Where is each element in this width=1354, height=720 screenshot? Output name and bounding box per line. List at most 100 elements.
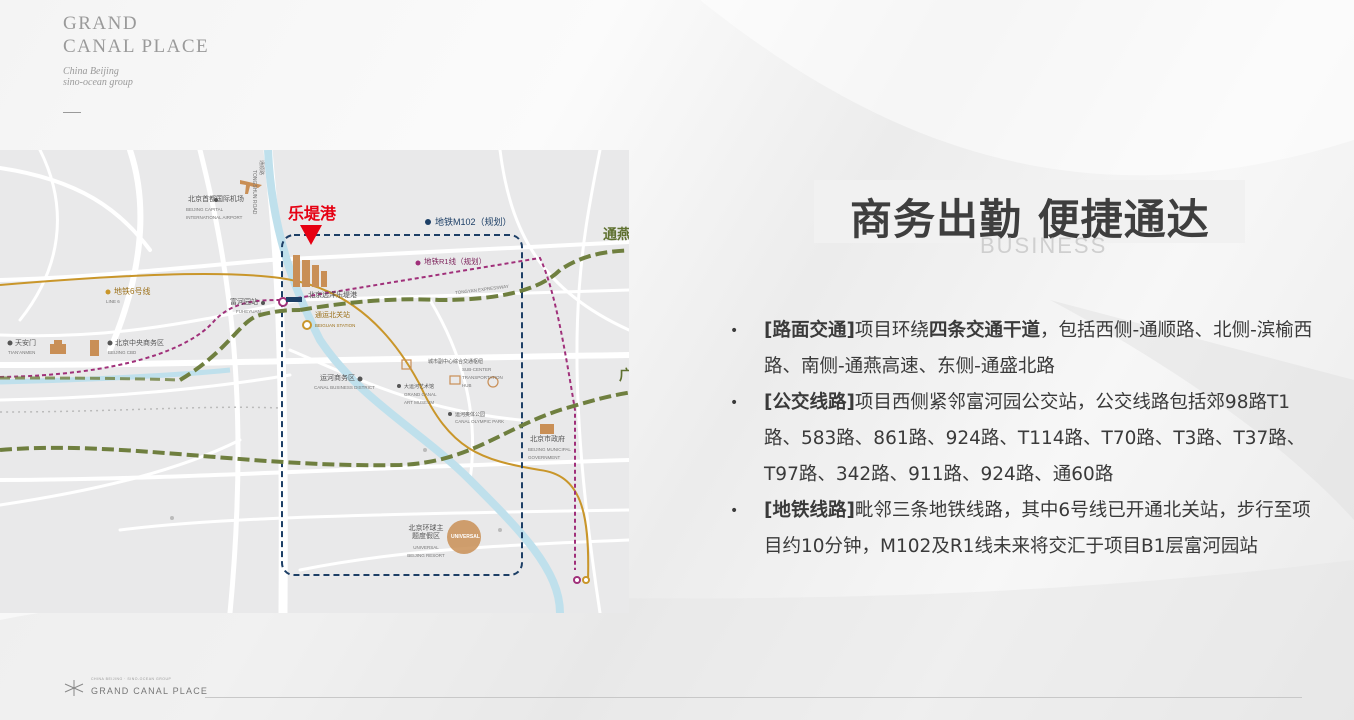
hub-en: SUB-CENTER TRANSPORTATION HUB xyxy=(462,367,503,388)
art-museum-label: 大运河艺术馆 xyxy=(404,384,435,390)
cbd-dot xyxy=(107,340,113,346)
r1-end-station xyxy=(573,576,581,584)
river-branch xyxy=(0,367,231,385)
canal-business-label: 运河商务区 xyxy=(320,375,355,382)
page-title: 商务出勤 便捷通达 xyxy=(850,195,1210,244)
highway-guangqu xyxy=(0,390,629,468)
beiguan-station xyxy=(302,320,312,330)
project-small-label: 北京远洋乐堤港 xyxy=(308,292,357,299)
line6-legend-dot xyxy=(105,289,111,295)
universal-en: UNIVERSAL BEIJING RESORT xyxy=(407,545,445,558)
bullet-heading: [地铁线路] xyxy=(764,500,855,521)
bullet-heading: [公交线路] xyxy=(764,392,855,413)
bullet-text-2: ，包括西侧-通顺路、北侧-滨榆西路、南侧-通燕高速、东侧-通盛北路 xyxy=(764,320,1313,377)
fuheyuan-dot xyxy=(261,301,265,305)
cbd-icon xyxy=(90,340,99,356)
hub-icon xyxy=(401,359,412,370)
airport-dot xyxy=(214,198,218,202)
bullet-text: 毗邻三条地铁线路，其中6号线已开通北关站，步行至项目约10分钟，M102及R1线… xyxy=(764,500,1311,557)
hub-label: 城市副中心综合交通枢纽 xyxy=(428,359,484,365)
metro-m102-label: 地铁M102（规划） xyxy=(435,217,512,227)
tiananmen-icon xyxy=(50,344,66,354)
location-map: 乐堤港 通燕高速 广渠路 地铁M102（规划） 地铁R1线（规划） 地铁6号线 … xyxy=(0,150,629,613)
project-connector xyxy=(286,297,302,302)
gov-icon xyxy=(540,424,554,434)
list-item: •[路面交通]项目环绕四条交通干道，包括西侧-通顺路、北侧-滨榆西路、南侧-通燕… xyxy=(730,320,1313,377)
highway-south-end xyxy=(0,376,181,382)
highway-north-west xyxy=(178,308,301,382)
road-2 xyxy=(18,150,59,322)
footer-divider xyxy=(205,697,1302,698)
project-name: 乐堤港 xyxy=(288,204,337,223)
tiananmen-label: 天安门 xyxy=(15,340,36,347)
canal-river xyxy=(264,150,564,613)
road-7 xyxy=(0,373,292,402)
olympic-dot xyxy=(448,412,452,416)
universal-label: 北京环球主题度假区 xyxy=(408,525,444,540)
map-graphics xyxy=(0,150,629,613)
airport-en: BEIJING CAPITAL INTERNATIONAL AIRPORT xyxy=(186,207,243,220)
page-subtitle: BUSINESS xyxy=(980,234,1108,253)
line6-end-station xyxy=(582,576,590,584)
highway-tongyan xyxy=(299,248,629,312)
airplane-icon xyxy=(240,180,262,194)
metro-m102-box xyxy=(281,234,523,576)
guangqu-road-label: 广渠路 xyxy=(619,368,629,384)
road-16 xyxy=(288,348,522,422)
metro-m102-west xyxy=(0,406,281,413)
art-museum-dot xyxy=(397,384,401,388)
brand-divider xyxy=(63,112,81,113)
bullet-text: 项目环绕 xyxy=(854,320,929,341)
olympic-label: 运河奥体公园 xyxy=(455,412,486,418)
canal-business-en: CANAL BUSINESS DISTRICT xyxy=(314,385,375,390)
canal-business-dot xyxy=(357,376,363,382)
brand-line-4: sino-ocean group xyxy=(63,77,133,88)
footer-small-text: CHINA BEIJING · SINO-OCEAN GROUP xyxy=(91,677,172,681)
footer-brand-name: GRAND CANAL PLACE xyxy=(91,686,209,696)
road-1 xyxy=(0,166,152,252)
universal-globe-icon xyxy=(447,520,481,554)
list-item: •[公交线路]项目西侧紧邻富河园公交站，公交线路包括郊98路T1路、583路、8… xyxy=(730,392,1306,485)
road-9 xyxy=(0,438,242,507)
road-4 xyxy=(0,240,629,282)
brand-line-3: China Beijing xyxy=(63,66,119,77)
art-museum-icon xyxy=(449,375,461,385)
r1-legend-dot xyxy=(415,260,421,266)
metro-r1 xyxy=(0,256,576,570)
m102-legend-dot xyxy=(425,219,431,225)
transport-list: •[路面交通]项目环绕四条交通干道，包括西侧-通顺路、北侧-滨榆西路、南侧-通燕… xyxy=(730,313,1320,565)
list-item: •[地铁线路]毗邻三条地铁线路，其中6号线已开通北关站，步行至项目约10分钟，M… xyxy=(730,500,1311,557)
cbd-label: 北京中央商务区 xyxy=(115,340,164,347)
tongshun-road-en: TONGSHUN ROAD xyxy=(251,170,257,215)
tiananmen-en: TIAN'ANMEN xyxy=(8,350,36,355)
metro-line6 xyxy=(0,273,590,581)
art-museum-en: GRAND CANAL ART MUSEUM xyxy=(404,392,437,405)
road-12 xyxy=(428,298,475,482)
road-14 xyxy=(575,150,602,613)
fuheyuan-station xyxy=(278,297,288,307)
cbd-en: BEIJING CBD xyxy=(108,350,137,355)
beiguan-en: BEIGUAN STATION xyxy=(315,323,356,328)
title-background xyxy=(814,180,1245,243)
bullet-heading: [路面交通] xyxy=(764,320,855,341)
road-8 xyxy=(0,458,629,482)
airport-label: 北京首都国际机场 xyxy=(188,196,244,203)
road-10 xyxy=(118,508,629,532)
brand-line-2: CANAL PLACE xyxy=(63,36,210,57)
universal-logo-text: UNIVERSAL xyxy=(451,534,480,540)
fuheyuan-label: 富河园站 xyxy=(230,299,258,306)
tiananmen-dot xyxy=(7,340,13,346)
road-3 xyxy=(107,150,144,353)
gov-en: BEIJING MUNICIPAL GOVERNMENT xyxy=(528,447,571,460)
road-6 xyxy=(0,352,629,368)
road-15 xyxy=(498,150,629,332)
olympic-en: CANAL OLYMPIC PARK xyxy=(455,419,505,424)
road-13 xyxy=(197,150,241,613)
fuheyuan-en: FUHEYUAN xyxy=(236,309,261,314)
beiguan-label: 通运北关站 xyxy=(315,312,350,319)
bullet-text: 项目西侧紧邻富河园公交站，公交线路包括郊98路T1路、583路、861路、924… xyxy=(764,392,1306,485)
olympic-icon xyxy=(487,376,499,388)
metro-line6-en: LINE 6 xyxy=(106,299,120,304)
bullet-emphasis: 四条交通干道 xyxy=(928,320,1040,341)
project-pointer xyxy=(300,225,322,245)
